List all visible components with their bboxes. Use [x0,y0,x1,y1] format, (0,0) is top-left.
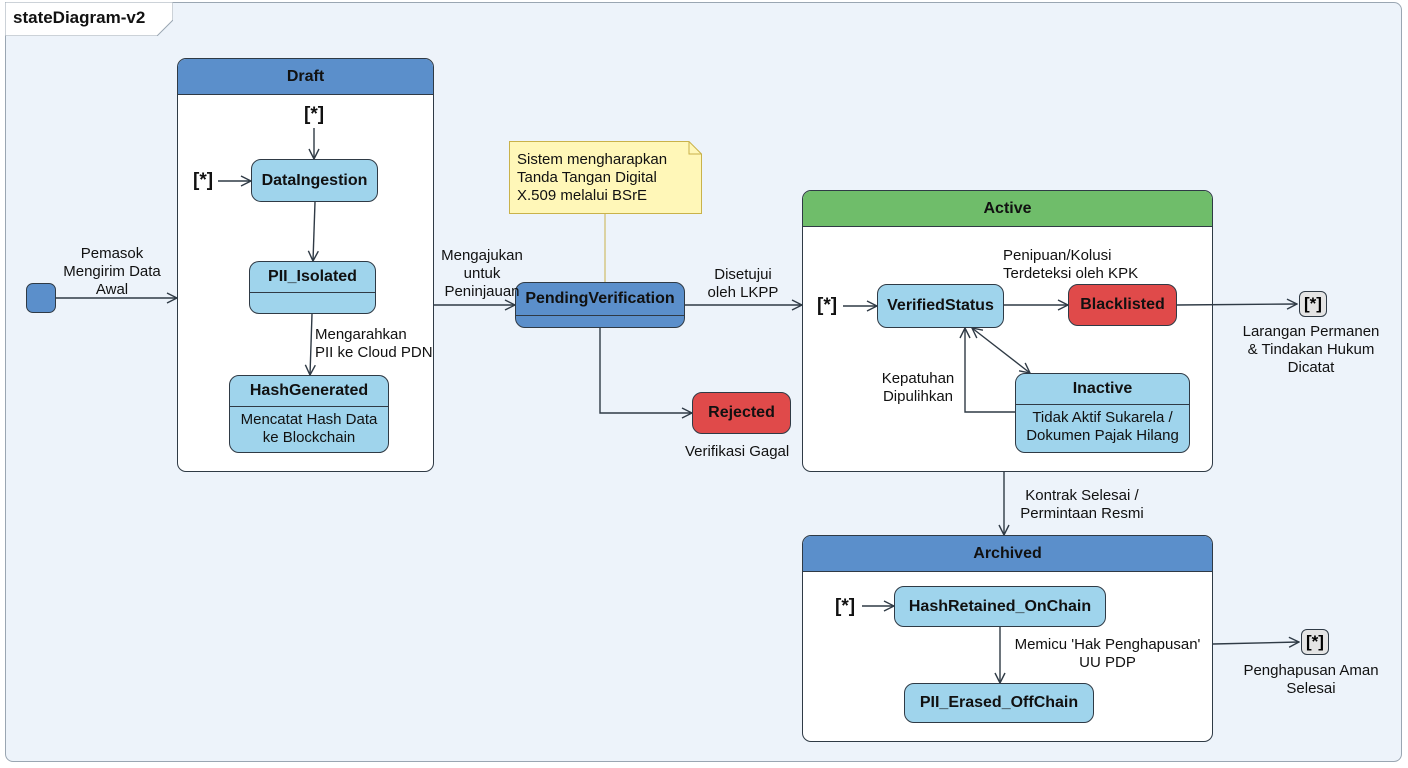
composite-active[interactable]: Active [802,190,1213,472]
state-data-ingestion[interactable]: DataIngestion [251,159,378,202]
state-blacklisted[interactable]: Blacklisted [1068,284,1177,326]
edge-archived-to-final [1212,642,1299,644]
edge-verified-inactive [972,328,1030,373]
state-pii-isolated[interactable]: PII_Isolated [249,261,376,314]
composite-archived-header: Archived [803,536,1212,572]
initial-state[interactable] [26,283,56,313]
note-shape [509,141,702,214]
label-erasure-trigger: Memicu 'Hak Penghapusan' UU PDP [1014,636,1201,671]
start-marker-draft-top: [*] [304,104,325,125]
edge-pending-to-rejected [599,328,692,413]
start-marker-active: [*] [817,295,838,316]
note-text: Sistem mengharapkan Tanda Tangan Digital… [517,151,668,204]
label-verification-failed: Verifikasi Gagal [685,443,790,460]
frame-title-tab [5,2,173,36]
state-pii-erased-offchain[interactable]: PII_Erased_OffChain [904,683,1094,723]
state-inactive[interactable]: Inactive Tidak Aktif Sukarela / Dokumen … [1015,373,1190,453]
composite-active-header: Active [803,191,1212,227]
edge-inactive-to-verified [965,328,1015,413]
edge-dataingestion-to-pii [313,201,315,261]
label-supplier-submit: Pemasok Mengirim Data Awal [63,245,161,298]
state-inactive-desc: Tidak Aktif Sukarela / Dokumen Pajak Hil… [1026,409,1179,444]
note-digital-signature: Sistem mengharapkan Tanda Tangan Digital… [509,141,702,214]
state-pending-verification-title: PendingVerification [516,283,684,316]
label-route-pii: Mengarahkan PII ke Cloud PDN [315,326,433,361]
label-secure-erasure-done: Penghapusan Aman Selesai [1243,662,1379,697]
state-verified-status[interactable]: VerifiedStatus [877,284,1004,328]
edge-pii-to-hashgenerated [310,313,312,375]
label-fraud-detected: Penipuan/Kolusi Terdeteksi oleh KPK [1003,247,1139,282]
state-inactive-title: Inactive [1016,374,1189,405]
label-submit-review: Mengajukan untuk Peninjauan [441,247,523,300]
start-marker-archived: [*] [835,596,856,617]
state-hash-retained-onchain[interactable]: HashRetained_OnChain [894,586,1106,627]
state-pending-verification[interactable]: PendingVerification [515,282,685,328]
composite-draft-header: Draft [178,59,433,95]
state-hash-generated[interactable]: HashGenerated Mencatat Hash Data ke Bloc… [229,375,389,453]
state-hash-generated-title: HashGenerated [230,376,388,407]
label-permanent-ban: Larangan Permanen & Tindakan Hukum Dicat… [1242,323,1380,376]
diagram-title: stateDiagram-v2 [13,8,146,27]
start-marker-draft-left: [*] [193,170,214,191]
label-approved: Disetujui oleh LKPP [707,266,779,301]
state-rejected[interactable]: Rejected [692,392,791,434]
edge-blacklisted-to-final [1176,304,1297,305]
final-state-archived[interactable]: [*] [1301,629,1329,655]
label-contract-end: Kontrak Selesai / Permintaan Resmi [1020,487,1144,522]
state-pii-isolated-title: PII_Isolated [250,262,375,293]
state-hash-generated-desc: Mencatat Hash Data ke Blockchain [240,411,378,446]
final-state-blacklisted[interactable]: [*] [1299,291,1327,317]
label-compliance-restored: Kepatuhan Dipulihkan [881,370,955,405]
